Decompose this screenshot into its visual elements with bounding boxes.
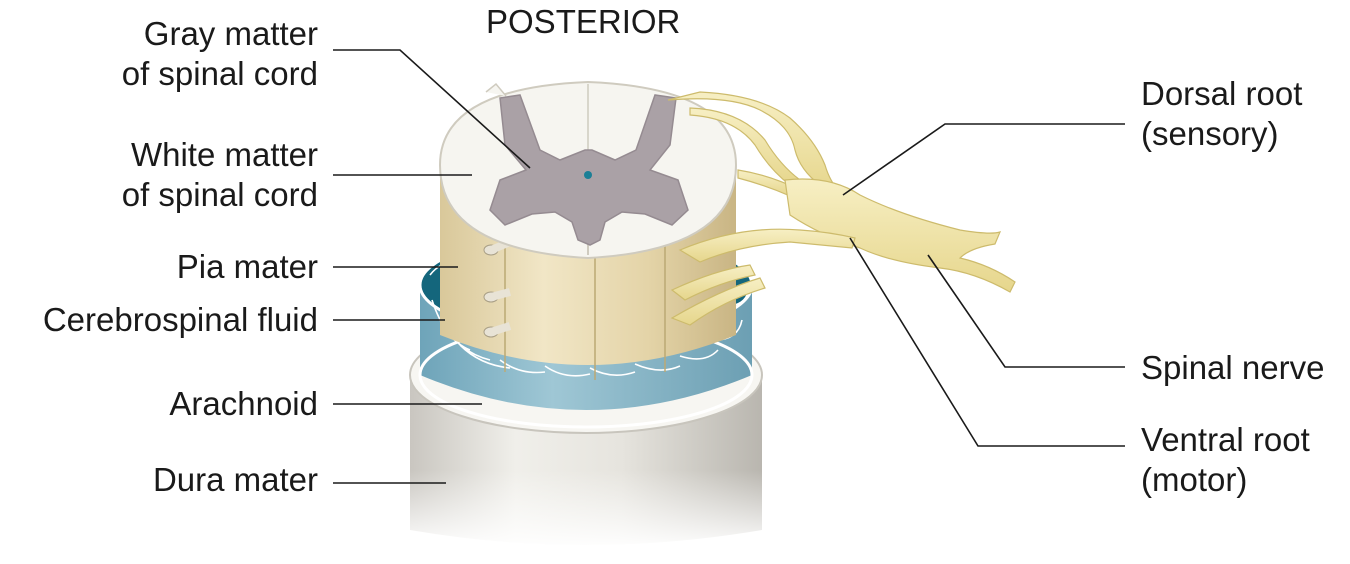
leader-spinal-nerve <box>927 254 1125 368</box>
label-csf: Cerebrospinal fluid <box>42 301 318 338</box>
label-dorsal-root: Dorsal root (sensory) <box>1141 74 1302 154</box>
leader-lines <box>333 49 1125 484</box>
label-gray-matter: Gray matter of spinal cord <box>122 14 318 94</box>
label-gray-matter-line1: Gray matter <box>143 15 318 52</box>
label-pia-mater: Pia mater <box>176 248 318 285</box>
label-gray-matter-line2: of spinal cord <box>121 55 318 92</box>
label-spinal-nerve: Spinal nerve <box>1141 349 1325 386</box>
label-ventral-root-line2: (motor) <box>1141 461 1248 498</box>
label-white-matter-line1: White matter <box>130 136 318 173</box>
gray-matter-butterfly <box>489 94 689 246</box>
leader-dorsal-root <box>842 123 1125 196</box>
label-dorsal-root-line1: Dorsal root <box>1141 75 1303 112</box>
label-dorsal-root-line2: (sensory) <box>1141 115 1279 152</box>
orientation-label: POSTERIOR <box>486 3 681 40</box>
leader-ventral-root <box>849 237 1125 447</box>
label-ventral-root-line1: Ventral root <box>1141 421 1310 458</box>
label-ventral-root: Ventral root (motor) <box>1141 420 1310 500</box>
spinal-nerve-bundle <box>667 91 1016 326</box>
leader-gray-matter <box>333 49 531 169</box>
label-arachnoid: Arachnoid <box>169 385 318 422</box>
label-white-matter: White matter of spinal cord <box>122 135 318 215</box>
label-white-matter-line2: of spinal cord <box>121 176 318 213</box>
label-dura-mater: Dura mater <box>152 461 318 498</box>
